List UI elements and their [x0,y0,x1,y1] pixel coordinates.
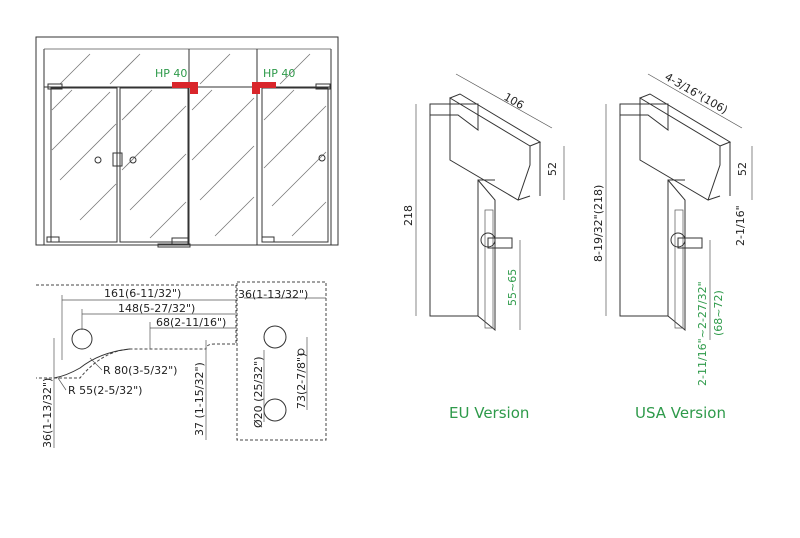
lock-box [112,152,123,167]
dim-hole-spacing: 73(2-7/8") [295,353,308,409]
eu-dim-side: 52 [546,162,559,176]
usa-top-block [639,97,721,201]
hp40-fitting-right [252,82,276,94]
usa-dim-side-inch: 2-1/16" [734,205,747,246]
eu-caption: EU Version [449,404,529,422]
pin-marker [297,348,305,356]
holes-detail: 36(1-13/32") Ø20 (25/32") 73(2-7/8") [236,281,327,441]
dim-radius-big: R 80(3-5/32") [103,364,177,377]
top-hole [263,325,287,349]
dim-top-offset: 36(1-13/32") [238,288,308,301]
usa-dim-side: 52 [736,162,749,176]
eu-dim-height: 218 [402,205,415,226]
usa-dim-top: 4-3/16"(106) [663,70,730,116]
eu-version-drawing: 106 52 218 55~65 EU Version [402,73,565,422]
usa-dim-pivot-inch: 2-11/16"~2-27/32" [696,281,709,386]
handle-knob [129,156,137,164]
cutout-detail: 161(6-11/32") 148(5-27/32") 68(2-11/16")… [36,284,237,448]
usa-dim-height: 8-19/32"(218) [592,185,605,262]
handle-knob [318,154,326,162]
hole-circle [71,328,93,350]
holes-glass-outline [236,281,327,441]
dim-left-height: 36(1-13/32") [41,378,54,448]
handle-knob [94,156,102,164]
usa-caption: USA Version [635,404,726,422]
usa-dim-pivot-mm: (68~72) [712,290,725,336]
cutout-curve [53,348,131,379]
dim-right-height: 37 (1-15/32") [193,362,206,436]
hp40-fitting-left [172,82,198,94]
door-leaf-left [50,87,118,243]
usa-version-drawing: 4-3/16"(106) 52 2-1/16" 8-19/32"(218) 2-… [592,70,753,422]
dim-total-width: 161(6-11/32") [104,287,181,300]
elevation-frame [35,36,339,246]
eu-dim-pivot: 55~65 [506,269,519,306]
hp40-label-left: HP 40 [155,67,187,80]
dim-middle-width: 148(5-27/32") [118,302,195,315]
door-leaf-center [119,87,189,243]
bottom-hole [263,398,287,422]
eu-dim-top: 106 [502,90,527,112]
dim-hole-diameter: Ø20 (25/32") [252,357,265,429]
glass-hatching [51,53,327,239]
dim-radius-small: R 55(2-5/32") [68,384,142,397]
door-leaf-right [261,87,329,243]
door-elevation: HP 40 HP 40 [35,36,339,248]
eu-top-block [449,97,531,201]
dim-short-width: 68(2-11/16") [156,316,226,329]
hp40-label-right: HP 40 [263,67,295,80]
